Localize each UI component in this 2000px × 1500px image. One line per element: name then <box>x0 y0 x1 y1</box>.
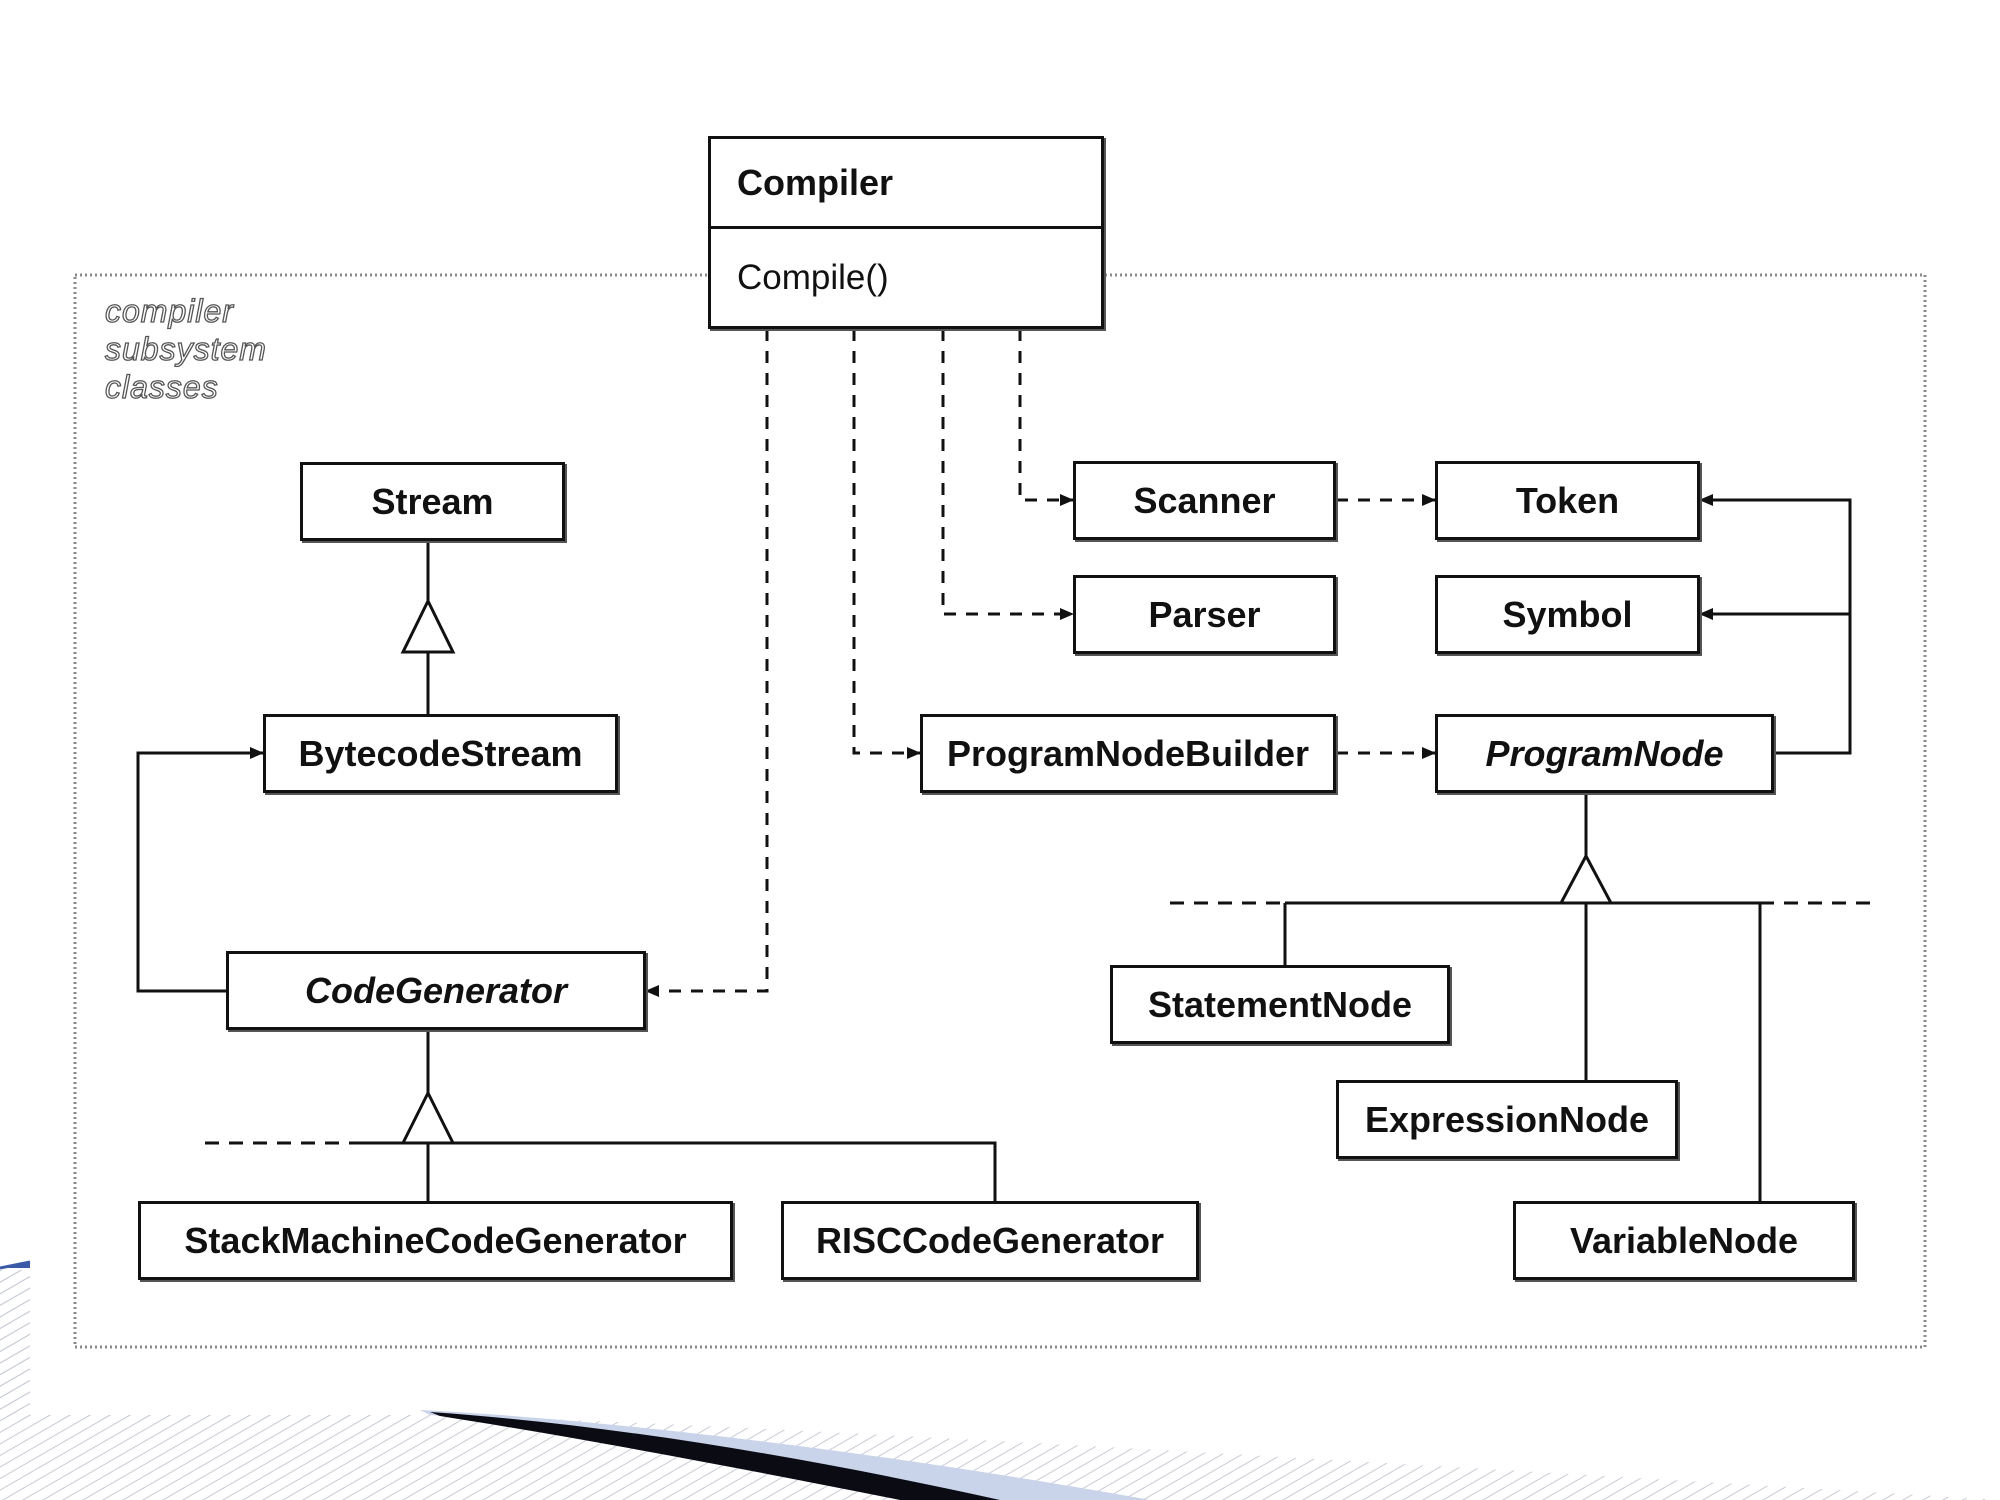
slide-decoration <box>0 1260 2000 1500</box>
class-variablenode: VariableNode <box>1513 1201 1855 1280</box>
package-label: compiler subsystem classes <box>104 292 365 406</box>
class-name-compiler: Compiler <box>711 139 1101 229</box>
class-stackmachinecodegenerator: StackMachineCodeGenerator <box>138 1201 733 1280</box>
operation-compile: Compile() <box>737 257 889 297</box>
package-label-line: classes <box>104 368 219 405</box>
package-label-line: subsystem <box>104 330 267 367</box>
package-label-line: compiler <box>104 292 234 329</box>
association-codegenerator-bytecodestream <box>136 747 264 993</box>
class-scanner: Scanner <box>1073 461 1336 540</box>
class-token: Token <box>1435 461 1700 540</box>
class-statementnode: StatementNode <box>1110 965 1450 1044</box>
inheritance-triangle-codegenerator <box>400 1089 456 1145</box>
inheritance-triangle-stream <box>400 597 456 654</box>
class-symbol: Symbol <box>1435 575 1700 654</box>
generalization-bus-codegenerator <box>350 1141 997 1201</box>
dependency-compiler-programnodebuilder <box>852 329 921 759</box>
package-border <box>73 273 1927 1349</box>
dependency-compiler-scanner <box>1018 329 1074 506</box>
inheritance-triangle-programnode <box>1558 852 1614 905</box>
dependency-compiler-codegenerator <box>645 329 769 997</box>
class-bytecodestream: BytecodeStream <box>263 714 618 793</box>
class-expressionnode: ExpressionNode <box>1336 1080 1678 1159</box>
dependency-compiler-parser <box>941 329 1074 620</box>
connectors <box>136 329 1880 1201</box>
class-programnode: ProgramNode <box>1435 714 1774 793</box>
class-parser: Parser <box>1073 575 1336 654</box>
class-codegenerator: CodeGenerator <box>226 951 646 1030</box>
association-programnode-token <box>1699 494 1852 755</box>
class-risccodegenerator: RISCCodeGenerator <box>781 1201 1199 1280</box>
class-stream: Stream <box>300 462 565 541</box>
class-programnodebuilder: ProgramNodeBuilder <box>920 714 1336 793</box>
class-compiler: Compiler Compile() <box>708 136 1104 329</box>
